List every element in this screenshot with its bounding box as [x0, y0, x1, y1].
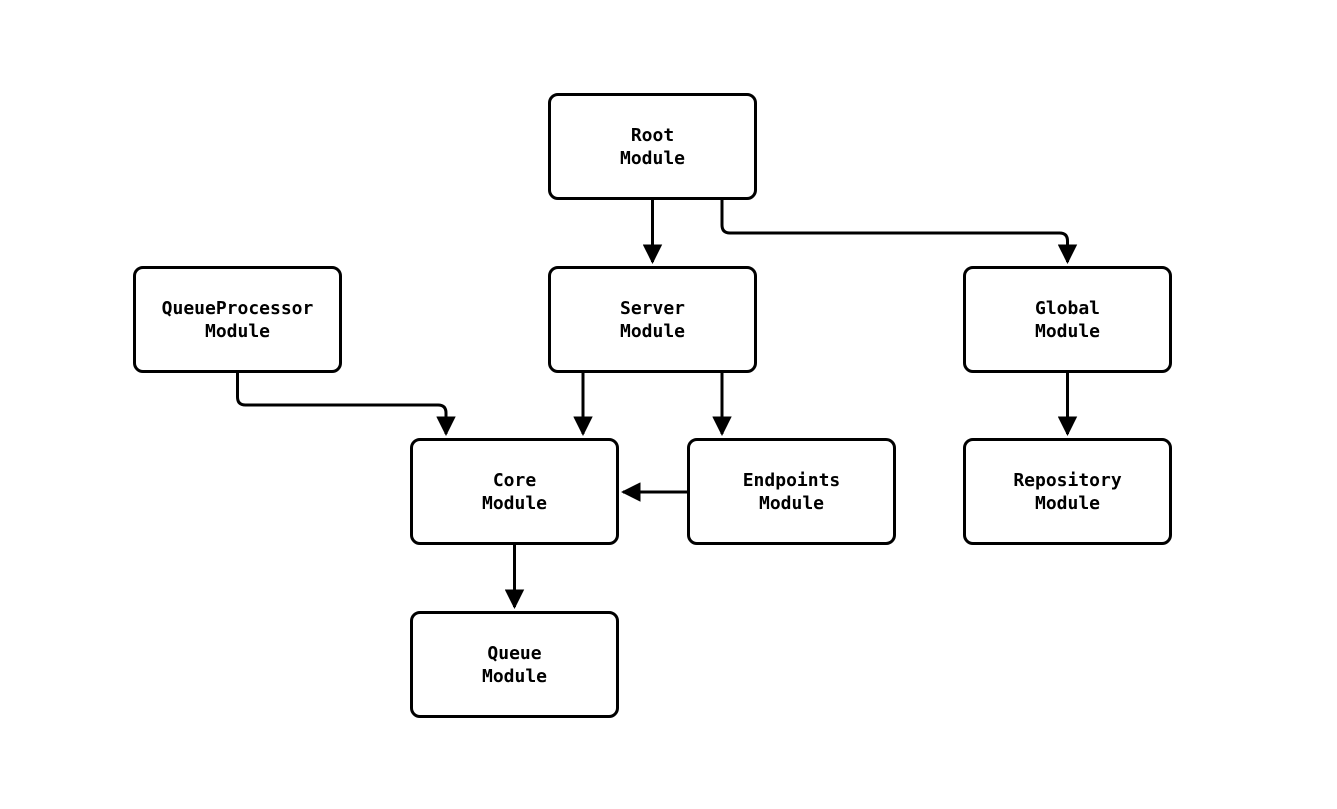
node-label: Root — [630, 124, 675, 146]
edge-root-to-global — [720, 198, 1078, 264]
node-label: Endpoints — [742, 469, 841, 491]
node-label: Module — [758, 492, 825, 514]
node-server-module: Server Module — [548, 266, 757, 373]
node-label: Core — [492, 469, 537, 491]
node-global-module: Global Module — [963, 266, 1172, 373]
node-queueprocessor-module: QueueProcessor Module — [133, 266, 342, 373]
node-label: Module — [619, 320, 686, 342]
node-label: Module — [481, 665, 548, 687]
node-label: Module — [1034, 320, 1101, 342]
node-label: QueueProcessor — [161, 297, 314, 319]
node-label: Module — [619, 147, 686, 169]
node-root-module: Root Module — [548, 93, 757, 200]
node-endpoints-module: Endpoints Module — [687, 438, 896, 545]
node-label: Server — [619, 297, 686, 319]
edge-queueprocessor-to-core — [236, 373, 456, 436]
node-label: Global — [1034, 297, 1101, 319]
node-repository-module: Repository Module — [963, 438, 1172, 545]
node-label: Queue — [487, 642, 542, 664]
node-label: Module — [204, 320, 271, 342]
node-core-module: Core Module — [410, 438, 619, 545]
node-label: Module — [481, 492, 548, 514]
node-queue-module: Queue Module — [410, 611, 619, 718]
node-label: Module — [1034, 492, 1101, 514]
node-label: Repository — [1013, 469, 1122, 491]
